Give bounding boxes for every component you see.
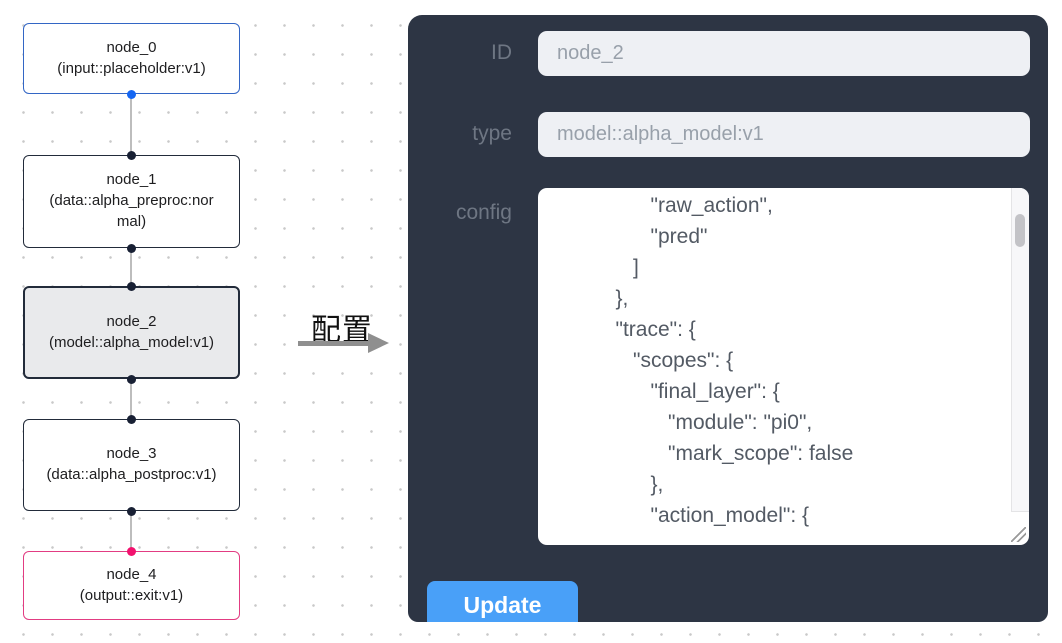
port-node4-in[interactable] [126,546,136,556]
type-input[interactable]: model::alpha_model:v1 [538,112,1030,157]
node-title: node_1 [106,171,157,189]
config-line: "module": "pi0", [598,411,813,434]
node-title: node_0 [106,38,157,56]
config-line: ] [598,256,639,279]
config-line: "trace": { [598,318,696,341]
config-line: "action_model": { [598,504,810,527]
config-line: }, [598,287,629,310]
port-node1-in[interactable] [126,150,136,160]
edge-node0-node1 [130,94,132,155]
arrow-right-icon [368,333,389,353]
port-node2-out[interactable] [126,374,136,384]
node-title: node_2 [106,312,157,330]
config-label: config [455,201,512,224]
update-button[interactable]: Update [427,581,578,622]
node-subtitle: (data::alpha_postproc:v1) [46,466,217,483]
id-input[interactable]: node_2 [538,31,1030,76]
edge-node2-node3 [130,379,132,419]
id-value: node_2 [557,42,624,64]
config-textarea[interactable]: "raw_action", "pred" ] }, "trace": { "sc… [538,188,1029,545]
port-node1-out[interactable] [126,243,136,253]
port-node3-in[interactable] [126,414,136,424]
graph-node-node_0[interactable]: node_0 (input::placeholder:v1) [23,23,240,94]
type-label: type [472,122,512,145]
graph-node-node_2-selected[interactable]: node_2 (model::alpha_model:v1) [23,286,240,379]
config-line: "final_layer": { [598,380,780,403]
config-line: "scopes": { [598,349,734,372]
edge-node3-node4 [130,511,132,551]
node-subtitle: (model::alpha_model:v1) [48,333,215,351]
edge-node1-node2 [130,248,132,286]
config-line: "mark_scope": false [598,442,854,465]
id-label: ID [491,41,512,64]
port-node2-in[interactable] [126,281,136,291]
type-value: model::alpha_model:v1 [557,123,764,145]
port-node0-out[interactable] [126,89,136,99]
graph-node-node_4[interactable]: node_4 (output::exit:v1) [23,551,240,620]
node-subtitle: (output::exit:v1) [79,586,184,604]
config-panel: ID node_2 type model::alpha_model:v1 con… [408,15,1048,622]
config-scrollbar[interactable] [1011,188,1029,512]
node-title: node_3 [106,445,157,463]
graph-node-node_1[interactable]: node_1 (data::alpha_preproc:normal) [23,155,240,248]
graph-node-node_3[interactable]: node_3 (data::alpha_postproc:v1) [23,419,240,511]
config-line: "raw_action", [598,194,773,217]
config-line: }, [598,473,664,496]
node-subtitle: (data::alpha_preproc:normal) [49,192,214,230]
node-title: node_4 [106,565,157,583]
node-subtitle: (input::placeholder:v1) [57,59,206,77]
config-line: "pred" [598,225,708,248]
config-scroll-thumb[interactable] [1015,214,1025,247]
port-node3-out[interactable] [126,506,136,516]
config-json-content: "raw_action", "pred" ] }, "trace": { "sc… [538,190,1010,545]
arrow-shaft [298,341,369,346]
resize-handle-icon[interactable] [1011,527,1026,542]
